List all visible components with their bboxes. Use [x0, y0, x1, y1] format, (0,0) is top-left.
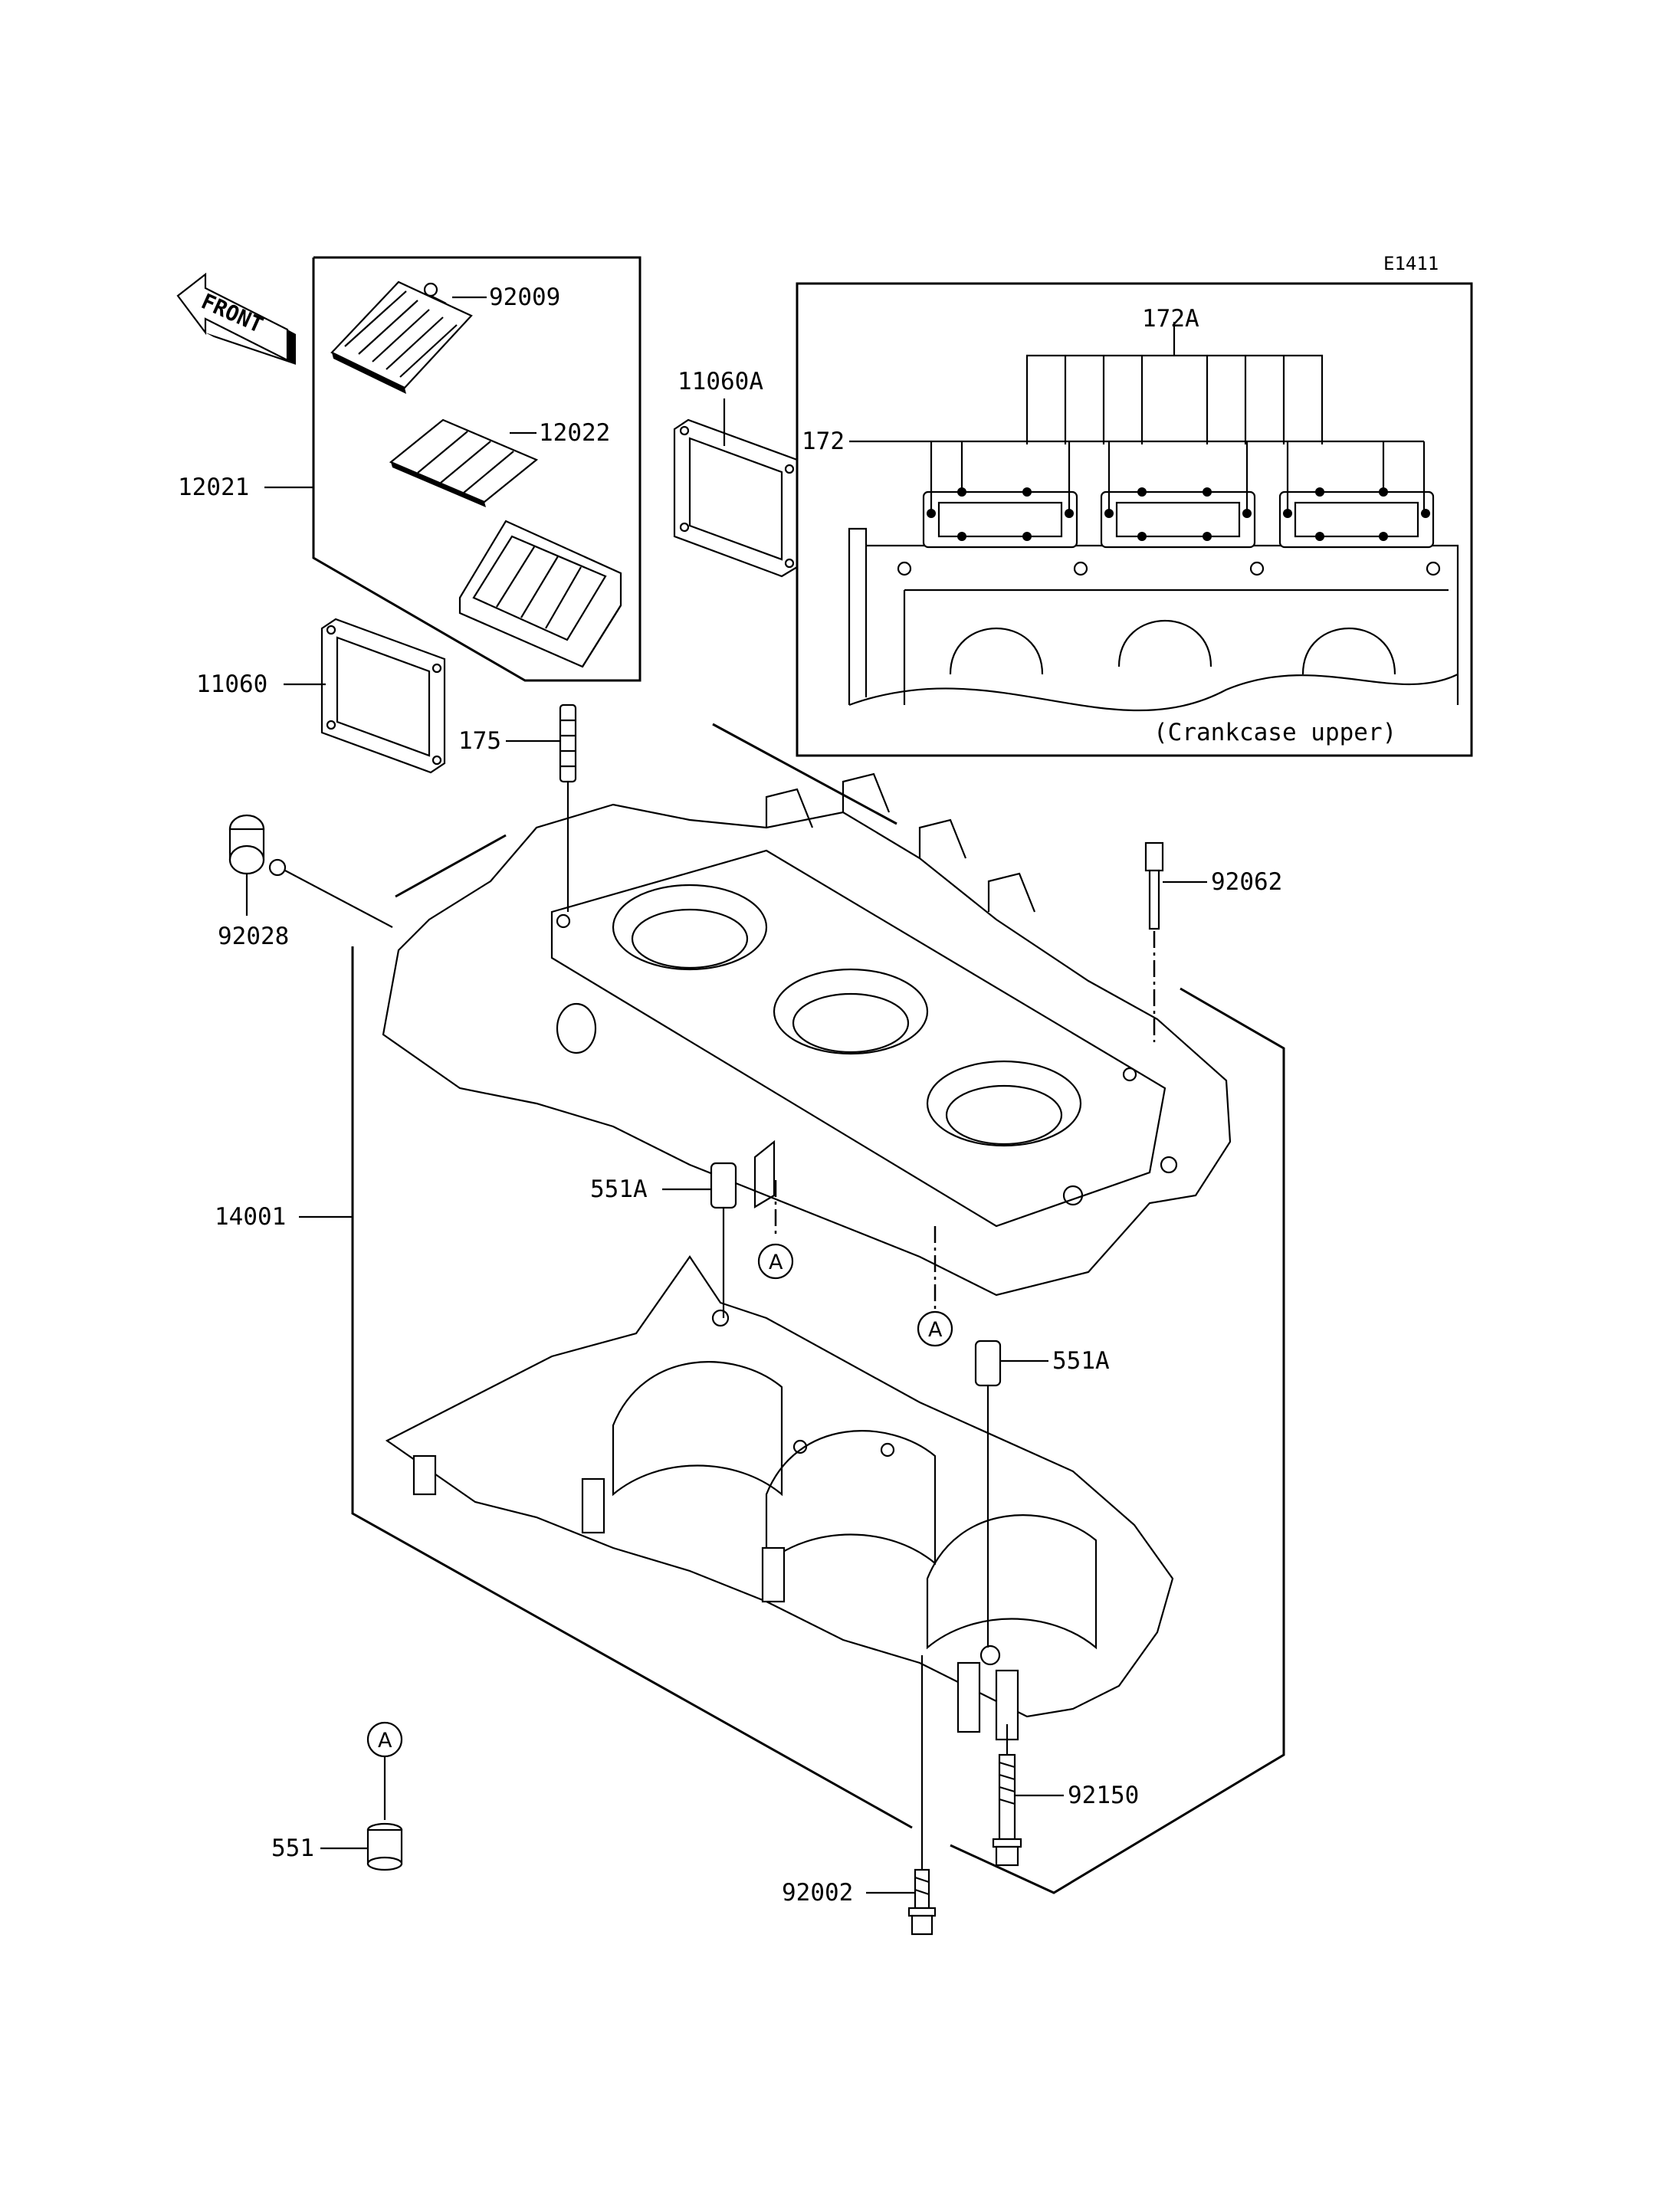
crankcase-lower [385, 1255, 1174, 1741]
label-175: 175 [458, 727, 501, 755]
gasket-11060 [320, 618, 446, 774]
label-92028: 92028 [218, 923, 289, 950]
crankcase-bracket [351, 723, 1285, 1894]
inset-caption: (Crankcase upper) [1153, 719, 1396, 746]
dowel-551A-left [710, 1162, 737, 1318]
part-labels: 92009 12022 12021 11060A 11060 172A 172 … [178, 284, 1282, 1907]
label-172: 172 [802, 428, 845, 455]
reed-valve-box [312, 256, 641, 682]
svg-text:A: A [928, 1318, 943, 1342]
bolt-92002 [907, 1655, 937, 1936]
bolt-92062 [1144, 841, 1164, 1042]
ref-marker-a-1: A [757, 1180, 794, 1280]
label-11060A: 11060A [678, 368, 763, 395]
front-arrow-icon: FRONT [176, 272, 296, 365]
dowel-551 [366, 1822, 403, 1871]
reed-valve-parts [330, 280, 622, 668]
label-11060: 11060 [196, 671, 267, 698]
stud-175 [559, 703, 577, 912]
svg-text:A: A [769, 1251, 783, 1274]
label-551A-right: 551A [1052, 1347, 1110, 1375]
label-12022: 12022 [539, 419, 610, 447]
ref-marker-a-2: A [917, 1226, 953, 1347]
label-92009: 92009 [489, 284, 560, 311]
crankcase-upper [382, 772, 1232, 1297]
label-172A: 172A [1142, 305, 1199, 333]
label-551: 551 [271, 1835, 314, 1862]
plug-92028 [228, 814, 393, 928]
ref-marker-a-3: A [366, 1721, 403, 1820]
bolt-92150 [992, 1724, 1022, 1867]
inset-crankcase-upper: (Crankcase upper) [796, 282, 1473, 757]
label-12021: 12021 [178, 474, 249, 501]
label-551A-left: 551A [590, 1176, 648, 1203]
diagram-code: E1411 [1383, 253, 1439, 274]
gasket-11060A [673, 418, 799, 578]
dowel-551A-right [974, 1340, 1002, 1648]
label-92002: 92002 [782, 1879, 853, 1907]
label-92150: 92150 [1068, 1782, 1139, 1809]
label-14001: 14001 [215, 1203, 286, 1231]
svg-text:A: A [378, 1729, 392, 1753]
label-92062: 92062 [1211, 868, 1282, 896]
